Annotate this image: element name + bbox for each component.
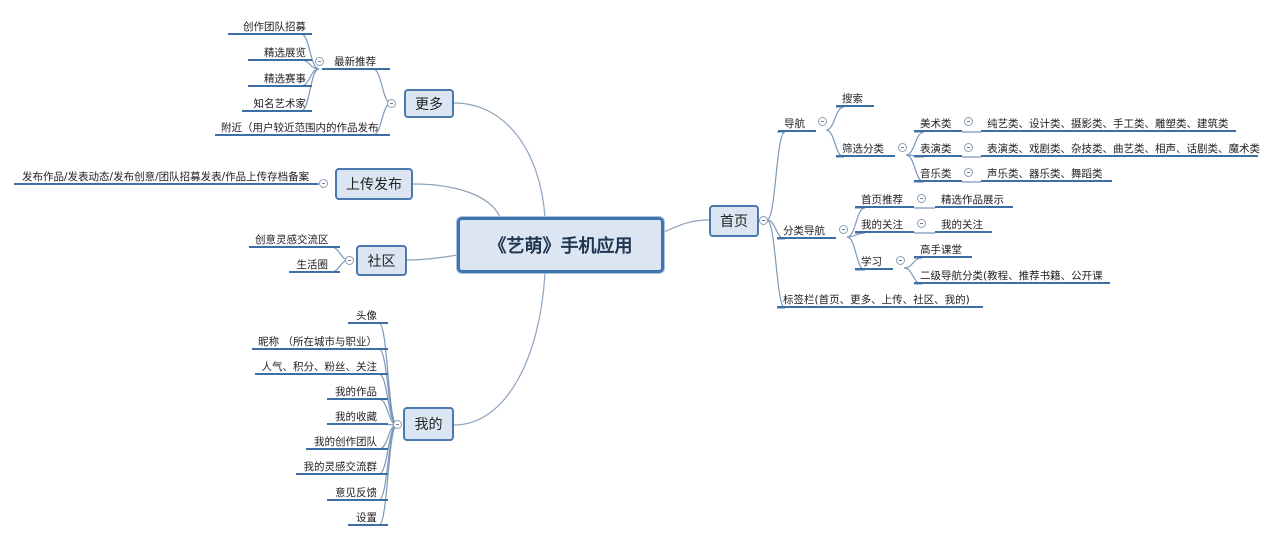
topic-upload[interactable]: 上传发布 [335, 168, 413, 200]
node-mine-item[interactable]: 人气、积分、粉丝、关注 [255, 360, 388, 375]
node-mine-item[interactable]: 昵称 （所在城市与职业） [252, 335, 388, 350]
connector [663, 219, 710, 233]
connector [406, 254, 458, 261]
node-latest-item[interactable]: 精选赛事 [248, 72, 312, 87]
collapse-icon[interactable] [818, 117, 827, 126]
node-mine-item[interactable]: 设置 [348, 511, 388, 526]
node-latest-item[interactable]: 知名艺术家 [242, 97, 312, 112]
node-latest-item[interactable]: 精选展览 [248, 46, 312, 61]
node-search[interactable]: 搜索 [836, 92, 874, 107]
node-latest-item[interactable]: 创作团队招募 [228, 20, 312, 35]
node-tabbar[interactable]: 标签栏(首页、更多、上传、社区、我的) [777, 293, 983, 308]
connector [453, 102, 546, 218]
node-mine-item[interactable]: 我的灵感交流群 [296, 460, 388, 475]
topic-more[interactable]: 更多 [404, 89, 454, 118]
node-cat-detail[interactable]: 纯艺类、设计类、摄影类、手工类、雕塑类、建筑类 [981, 117, 1236, 132]
node-catnav[interactable]: 分类导航 [777, 224, 836, 239]
node-mine-item[interactable]: 意见反馈 [327, 486, 388, 501]
node-nearby[interactable]: 附近（用户较近范围内的作品发布 [215, 121, 390, 136]
node-cat[interactable]: 美术类 [914, 117, 962, 132]
collapse-icon[interactable] [917, 194, 926, 203]
connector [903, 257, 923, 269]
node-nav[interactable]: 导航 [778, 117, 816, 132]
node-mine-item[interactable]: 我的作品 [327, 385, 388, 400]
node-upload-item[interactable]: 发布作品/发表动态/发布创意/团队招募发表/作品上传存档备案 [14, 170, 318, 185]
node-cat-detail[interactable]: 表演类、戏剧类、杂技类、曲艺类、相声、话剧类、魔术类 [981, 142, 1260, 157]
node-rec[interactable]: 首页推荐 [855, 193, 914, 208]
collapse-icon[interactable] [393, 420, 402, 429]
connector [453, 272, 546, 426]
connector [846, 207, 866, 238]
collapse-icon[interactable] [964, 117, 973, 126]
collapse-icon[interactable] [964, 143, 973, 152]
node-rec-child[interactable]: 精选作品展示 [935, 193, 1013, 208]
node-learn[interactable]: 学习 [855, 255, 893, 270]
topic-home[interactable]: 首页 [709, 205, 759, 237]
node-follow-child[interactable]: 我的关注 [935, 218, 992, 233]
connector [412, 183, 501, 218]
node-mine-item[interactable]: 我的收藏 [327, 410, 388, 425]
collapse-icon[interactable] [917, 219, 926, 228]
collapse-icon[interactable] [759, 216, 768, 225]
connector [846, 232, 866, 238]
collapse-icon[interactable] [839, 225, 848, 234]
collapse-icon[interactable] [315, 57, 324, 66]
topic-mine[interactable]: 我的 [403, 407, 454, 441]
node-cat[interactable]: 音乐类 [914, 167, 962, 182]
node-learn-child[interactable]: 二级导航分类(教程、推荐书籍、公开课 [914, 269, 1110, 284]
node-learn-child[interactable]: 高手课堂 [914, 243, 972, 258]
topic-community[interactable]: 社区 [356, 245, 407, 276]
collapse-icon[interactable] [896, 256, 905, 265]
connector [905, 131, 925, 156]
collapse-icon[interactable] [387, 99, 396, 108]
node-follow[interactable]: 我的关注 [855, 218, 914, 233]
collapse-icon[interactable] [345, 256, 354, 265]
collapse-icon[interactable] [964, 168, 973, 177]
node-community-item[interactable]: 生活圈 [289, 258, 340, 273]
node-cat-detail[interactable]: 声乐类、器乐类、舞蹈类 [981, 167, 1112, 182]
connector [766, 131, 786, 221]
connector [825, 106, 845, 131]
node-filter[interactable]: 筛选分类 [836, 142, 895, 157]
node-latest[interactable]: 最新推荐 [322, 55, 390, 70]
collapse-icon[interactable] [898, 143, 907, 152]
node-community-item[interactable]: 创意灵感交流区 [249, 233, 340, 248]
collapse-icon[interactable] [319, 179, 328, 188]
node-mine-item[interactable]: 我的创作团队 [306, 435, 388, 450]
root-topic[interactable]: 《艺萌》手机应用 [457, 217, 664, 273]
node-mine-item[interactable]: 头像 [348, 309, 388, 324]
node-cat[interactable]: 表演类 [914, 142, 962, 157]
connector [372, 68, 392, 104]
